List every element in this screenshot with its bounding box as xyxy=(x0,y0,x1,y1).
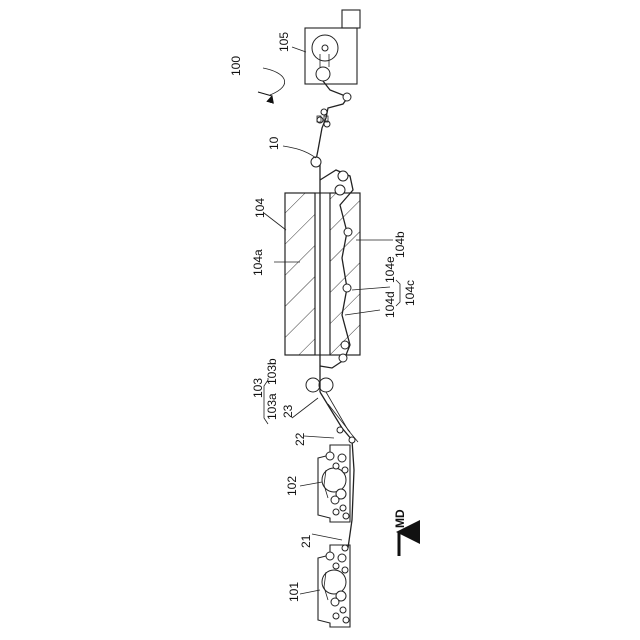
label-104d: 104d xyxy=(383,291,397,318)
leader-arrow-100 xyxy=(258,92,272,96)
label-102: 102 xyxy=(285,476,299,496)
winder-105 xyxy=(305,10,360,84)
label-103b: 103b xyxy=(265,358,279,385)
label-105: 105 xyxy=(277,32,291,52)
label-104e: 104e xyxy=(383,256,397,283)
label-104a: 104a xyxy=(251,249,265,276)
label-md: MD xyxy=(393,509,407,528)
label-103a: 103a xyxy=(265,393,279,420)
label-22: 22 xyxy=(293,432,307,446)
web-path-upper xyxy=(311,81,351,167)
former-102 xyxy=(318,445,350,522)
label-101: 101 xyxy=(287,582,301,602)
dryer-104 xyxy=(285,165,360,370)
label-23: 23 xyxy=(281,404,295,418)
label-21: 21 xyxy=(299,534,313,548)
former-101 xyxy=(318,545,350,627)
label-104: 104 xyxy=(253,198,267,218)
label-10: 10 xyxy=(267,136,281,150)
label-100: 100 xyxy=(229,56,243,76)
label-104c: 104c xyxy=(403,280,417,306)
label-103: 103 xyxy=(251,378,265,398)
laminator-103 xyxy=(306,370,333,392)
label-104b: 104b xyxy=(393,231,407,258)
